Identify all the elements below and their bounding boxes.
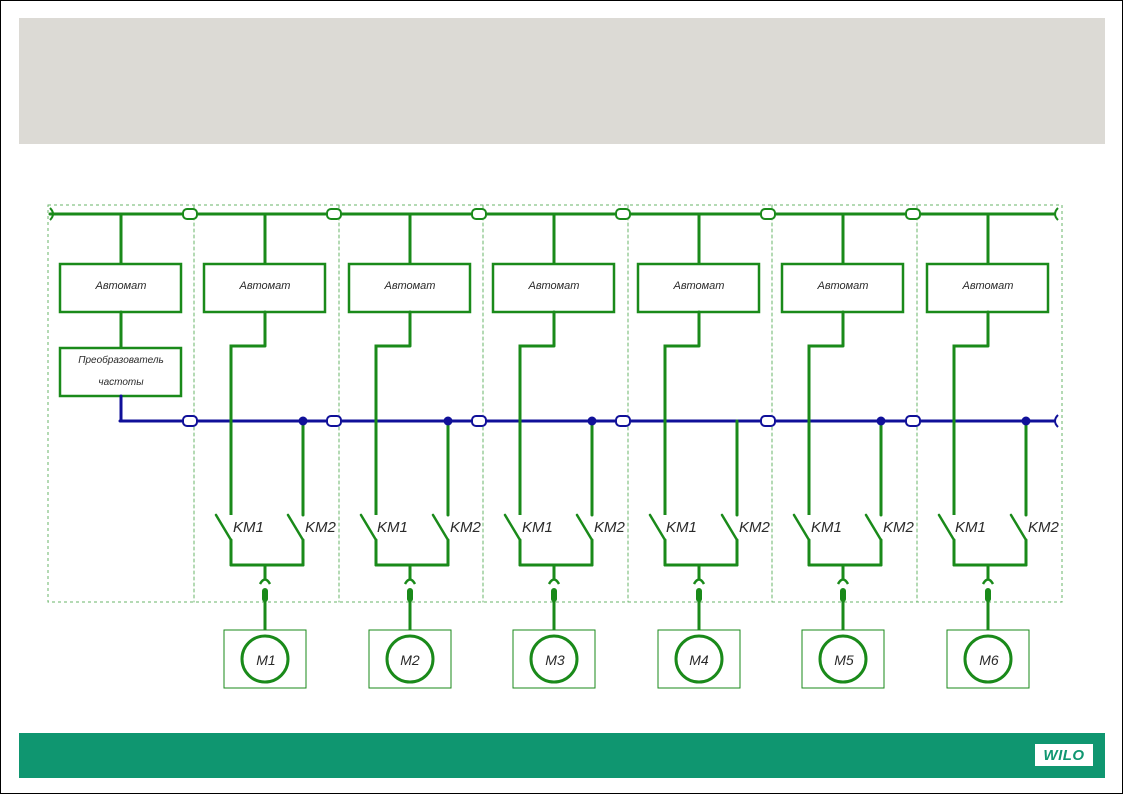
km1-contact: [792, 513, 811, 542]
bus-coupler-bottom: [760, 415, 776, 427]
motor-plug: [985, 588, 991, 602]
converter-label-line2: частоты: [98, 377, 144, 388]
bus-coupler-top: [615, 208, 631, 220]
bus-junction-dot: [298, 416, 308, 426]
motor-label-5: M5: [834, 652, 854, 668]
contactor-km1-label-2: KM1: [377, 519, 408, 536]
bus-junction-dot: [587, 416, 597, 426]
converter-bus-end-right: [1054, 414, 1059, 428]
bus-junction-dot: [1021, 416, 1031, 426]
contactor-km1-label-1: KM1: [233, 519, 264, 536]
km1-contact: [359, 513, 378, 542]
bus-junction-dot: [876, 416, 886, 426]
km1-contact: [937, 513, 956, 542]
contactor-km1-label-3: KM1: [522, 519, 553, 536]
km1-supply-line: [229, 344, 265, 515]
title-band: [19, 18, 1105, 144]
km1-supply-line: [952, 344, 988, 515]
motor-plug: [407, 588, 413, 602]
breaker-box: [347, 262, 472, 314]
bus-coupler-top: [326, 208, 342, 220]
motor-circle: [818, 634, 868, 684]
motor-plug: [262, 588, 268, 602]
breaker-label-1: Автомат: [239, 280, 291, 292]
motor-label-3: M3: [545, 652, 565, 668]
motor-circle: [385, 634, 435, 684]
km2-contact: [431, 513, 450, 542]
wilo-logo-text: WILO: [1043, 746, 1085, 764]
breaker-box: [925, 262, 1050, 314]
wilo-logo: WILO: [1035, 744, 1093, 766]
km1-contact: [503, 513, 522, 542]
km1-supply-line: [663, 344, 699, 515]
bus-coupler-bottom: [615, 415, 631, 427]
km2-contact: [1009, 513, 1028, 542]
breaker-box-converter: [58, 262, 183, 314]
km1-supply-line: [807, 344, 843, 515]
km2-contact: [575, 513, 594, 542]
contactor-km2-label-5: KM2: [883, 519, 915, 536]
bus-end-right: [1054, 207, 1059, 221]
motor-circle: [963, 634, 1013, 684]
km1-supply-line: [518, 344, 554, 515]
contactor-km1-label-6: KM1: [955, 519, 986, 536]
bus-coupler-bottom: [905, 415, 921, 427]
breaker-box: [636, 262, 761, 314]
bus-coupler-bottom: [471, 415, 487, 427]
bus-coupler-bottom: [182, 415, 198, 427]
contactor-km2-label-2: KM2: [450, 519, 482, 536]
motor-circle: [674, 634, 724, 684]
km1-supply-line: [374, 344, 410, 515]
km1-contact: [214, 513, 233, 542]
panel-dashed-border: [47, 204, 1063, 603]
bus-end-left: [49, 207, 54, 221]
motor-plug: [551, 588, 557, 602]
motor-plug: [696, 588, 702, 602]
motor-label-1: M1: [256, 652, 275, 668]
converter-label-line1: Преобразователь: [78, 354, 164, 366]
bus-coupler-top: [905, 208, 921, 220]
motor-label-4: M4: [689, 652, 709, 668]
breaker-label-5: Автомат: [817, 280, 869, 292]
contactor-km2-label-4: KM2: [739, 519, 771, 536]
contactor-km2-label-6: KM2: [1028, 519, 1060, 536]
footer-band: [19, 733, 1105, 778]
motor-label-2: M2: [400, 652, 420, 668]
km2-contact: [286, 513, 305, 542]
motor-plug: [840, 588, 846, 602]
km2-contact: [864, 513, 883, 542]
breaker-label-4: Автомат: [673, 280, 725, 292]
bus-coupler-bottom: [326, 415, 342, 427]
breaker-box: [202, 262, 327, 314]
breaker-label-6: Автомат: [962, 280, 1014, 292]
motor-circle: [529, 634, 579, 684]
bus-coupler-top: [471, 208, 487, 220]
km1-contact: [648, 513, 667, 542]
motor-label-6: M6: [979, 652, 999, 668]
breaker-box: [780, 262, 905, 314]
contactor-km1-label-5: KM1: [811, 519, 842, 536]
breaker-label-3: Автомат: [528, 280, 580, 292]
bus-coupler-top: [182, 208, 198, 220]
breaker-label-2: Автомат: [384, 280, 436, 292]
bus-coupler-top: [760, 208, 776, 220]
motor-circle: [240, 634, 290, 684]
contactor-km2-label-1: KM2: [305, 519, 337, 536]
contactor-km1-label-4: KM1: [666, 519, 697, 536]
km2-contact: [720, 513, 739, 542]
breaker-label-converter: Автомат: [95, 280, 147, 292]
contactor-km2-label-3: KM2: [594, 519, 626, 536]
bus-junction-dot: [443, 416, 453, 426]
